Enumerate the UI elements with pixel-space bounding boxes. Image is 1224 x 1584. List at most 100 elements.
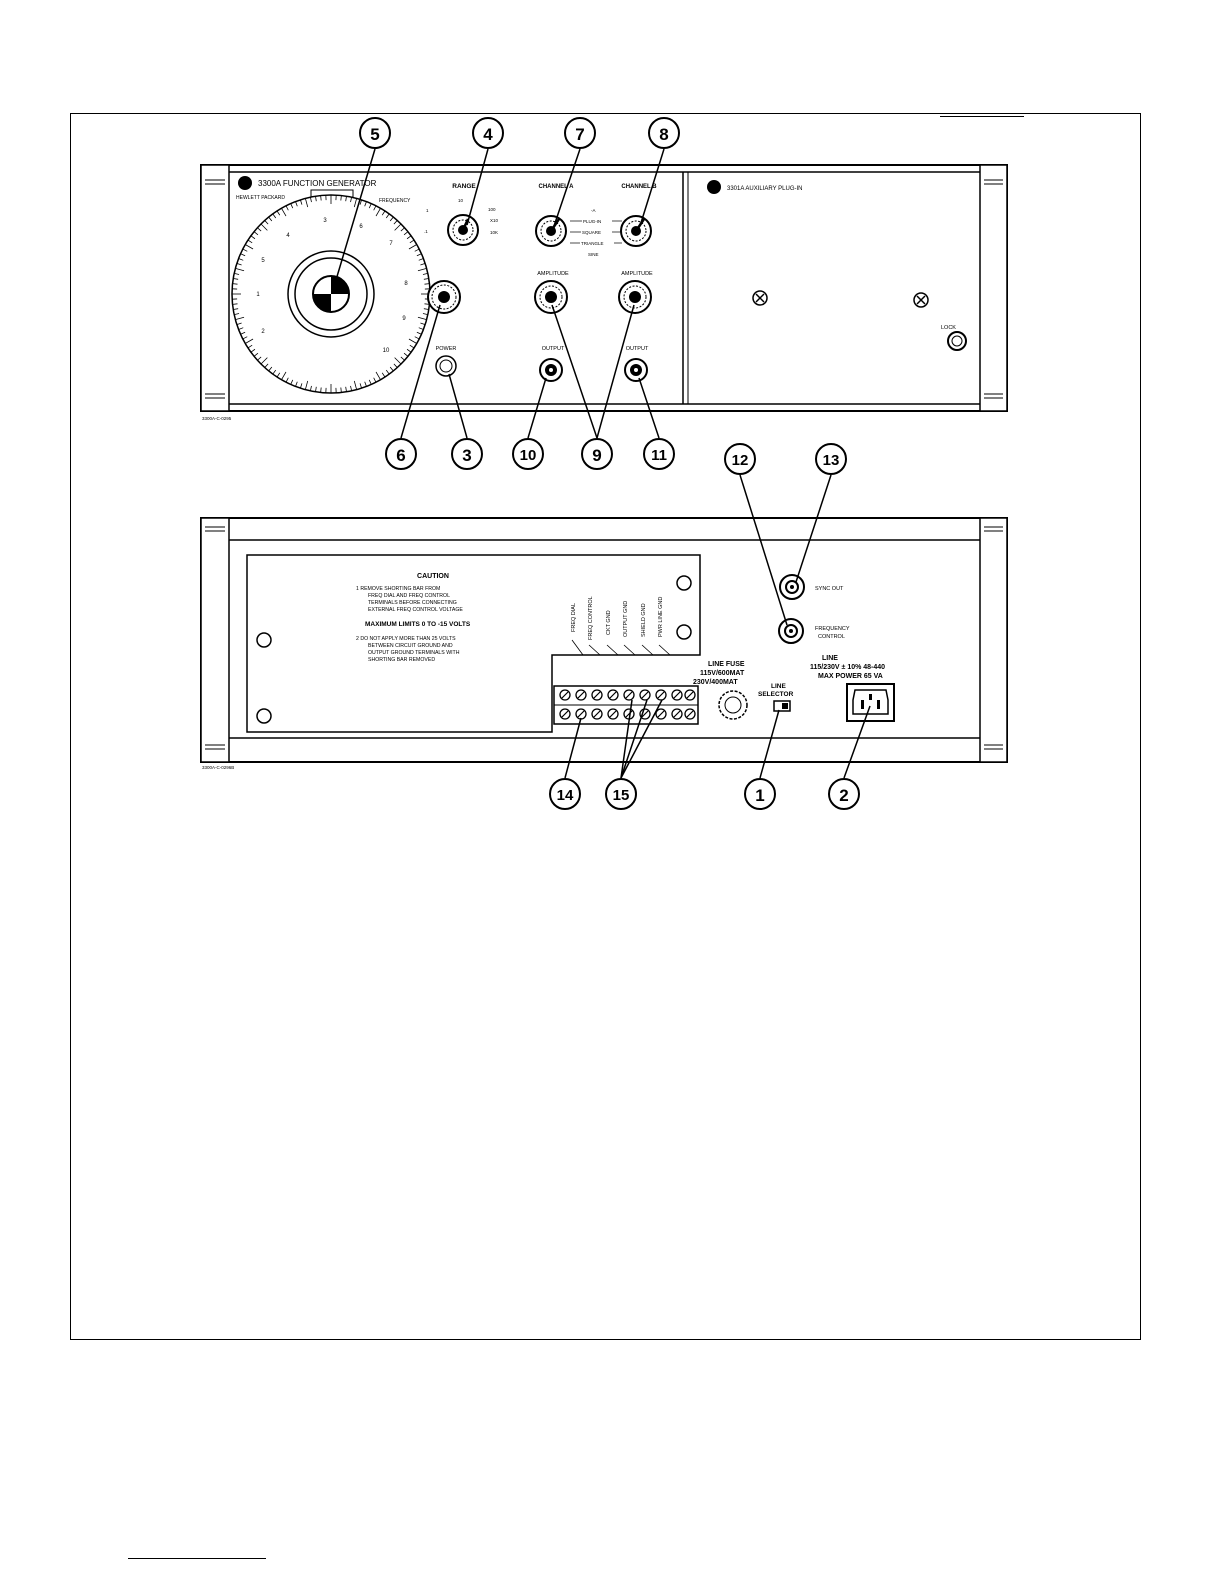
dial-tick — [364, 381, 367, 387]
dial-tick — [236, 322, 242, 325]
terminal-screw-slot — [593, 691, 601, 699]
dial-tick — [268, 366, 273, 372]
terminal-label: OUTPUT GND — [623, 601, 629, 637]
line-selector-label: LINE — [771, 683, 786, 690]
caution-1-line: 1 REMOVE SHORTING BAR FROM — [356, 586, 440, 592]
dial-tick — [389, 366, 394, 372]
callout-number: 9 — [592, 446, 601, 465]
line-fuse-holder[interactable] — [718, 690, 748, 720]
dial-tick — [353, 198, 358, 208]
dial-tick — [368, 379, 372, 385]
hp-logo-icon — [238, 176, 252, 190]
callout-number: 7 — [575, 125, 584, 144]
range-value: X10 — [490, 218, 499, 223]
amplitude-a-knob[interactable] — [534, 280, 568, 314]
dial-tick — [359, 383, 362, 389]
caution-2-line: OUTPUT GROUND TERMINALS WITH — [368, 650, 460, 656]
line-label: LINE — [822, 655, 838, 662]
dial-tick — [417, 267, 427, 272]
lock-label: LOCK — [941, 325, 956, 331]
caution-2-line: SHORTING BAR REMOVED — [368, 657, 435, 663]
dial-number: 8 — [404, 281, 408, 287]
dial-tick — [375, 208, 381, 217]
terminal-label: FREQ DIAL — [571, 603, 577, 632]
dial-tick — [257, 227, 262, 232]
terminal-screw-slot — [577, 710, 585, 718]
dial-tick — [424, 283, 430, 285]
output-b-connector[interactable] — [624, 358, 648, 382]
terminal-screw-slot — [673, 691, 681, 699]
dial-tick — [250, 348, 256, 353]
dial-tick — [385, 213, 390, 219]
dial-tick — [368, 203, 372, 209]
dial-tick — [304, 198, 309, 208]
range-value: 10 — [458, 198, 464, 203]
frequency-control-label: FREQUENCY — [815, 626, 850, 632]
callout-number: 15 — [613, 787, 630, 804]
plugin-title: 3301A AUXILIARY PLUG-IN — [727, 186, 803, 192]
dial-tick — [281, 208, 287, 217]
dial-tick — [242, 248, 248, 252]
frequency-dial[interactable] — [231, 194, 431, 394]
dial-tick — [245, 244, 254, 250]
dial-tick — [418, 258, 424, 261]
sync-out-connector[interactable] — [779, 574, 805, 600]
line-selector-switch[interactable] — [773, 700, 791, 712]
dial-tick — [281, 371, 287, 380]
callout-number: 5 — [370, 125, 379, 144]
callout-3: 3 — [451, 438, 483, 470]
line-fuse-rating: 115V/600MAT — [700, 670, 745, 677]
vernier-knob[interactable] — [427, 280, 461, 314]
dial-tick — [350, 385, 352, 391]
callout-12: 12 — [724, 443, 756, 475]
dial-tick — [416, 331, 422, 335]
dial-tick — [381, 210, 386, 216]
callout-number: 13 — [823, 452, 840, 469]
power-inlet[interactable] — [846, 683, 895, 722]
dial-number: 9 — [402, 316, 406, 322]
lock-button[interactable] — [947, 331, 967, 351]
dial-tick — [264, 363, 269, 368]
terminal-screw-slot — [641, 691, 649, 699]
channel-a-label: CHANNEL A — [538, 184, 574, 190]
model-title: 3300A FUNCTION GENERATOR — [258, 179, 377, 188]
dial-tick — [414, 248, 420, 252]
dial-tick — [253, 231, 259, 236]
caution-1-line: FREQ DIAL AND FREQ CONTROL — [368, 593, 450, 599]
callout-number: 4 — [483, 125, 493, 144]
amplitude-b-knob[interactable] — [618, 280, 652, 314]
output-a-connector[interactable] — [539, 358, 563, 382]
dial-tick — [422, 273, 428, 275]
dial-number: 6 — [359, 224, 363, 230]
dial-tick — [375, 371, 381, 380]
caution-1-line: TERMINALS BEFORE CONNECTING — [368, 600, 457, 606]
channel-b-selector[interactable] — [620, 215, 652, 247]
dial-tick — [264, 220, 269, 225]
figure-frame — [70, 113, 1141, 1340]
power-button[interactable] — [435, 355, 457, 377]
range-knob[interactable] — [447, 214, 479, 246]
terminal-screw-slot — [609, 691, 617, 699]
dial-tick — [235, 316, 245, 321]
plate-hole — [676, 624, 692, 640]
channel-a-selector[interactable] — [535, 215, 567, 247]
dial-tick — [359, 199, 362, 205]
terminal-screw-slot — [561, 691, 569, 699]
line-selector-label: SELECTOR — [758, 691, 794, 698]
rear-left-handle — [200, 517, 230, 763]
caution-1-line: EXTERNAL FREQ CONTROL VOLTAGE — [368, 607, 463, 613]
front-right-handle — [979, 164, 1008, 412]
caution-title: CAUTION — [417, 573, 449, 580]
dial-number: 1 — [256, 292, 260, 298]
power-label: POWER — [436, 346, 457, 352]
output-a-label: OUTPUT — [542, 346, 565, 352]
dial-tick — [310, 385, 312, 391]
callout-7: 7 — [564, 117, 596, 149]
line-voltage: 115/230V ± 10% 48-440 — [810, 664, 885, 671]
dial-tick — [272, 213, 277, 219]
hp-logo-icon — [707, 180, 721, 194]
frequency-control-connector[interactable] — [778, 618, 804, 644]
range-value: .1 — [424, 229, 428, 234]
dial-tick — [373, 377, 377, 383]
